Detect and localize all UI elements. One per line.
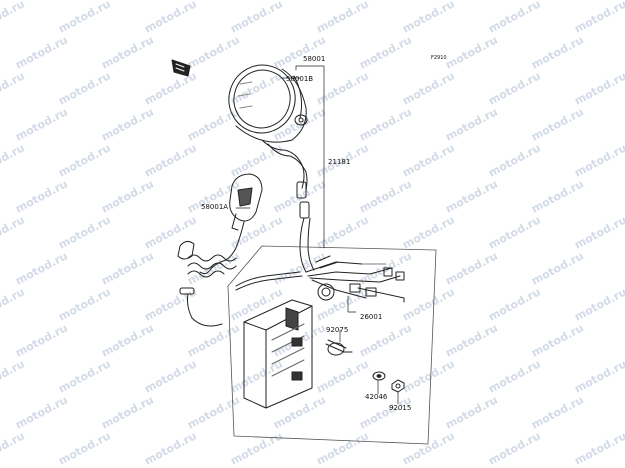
part-label-21181: 21181 — [328, 158, 351, 166]
control-unit-drawing — [243, 299, 313, 409]
speaker-drawing — [228, 64, 308, 143]
wire-harness — [305, 255, 405, 303]
knob-drawing — [325, 339, 353, 356]
coiled-cord — [177, 240, 237, 327]
assembly-frame — [227, 245, 437, 445]
speaker-cable — [261, 139, 315, 273]
part-label-26001: 26001 — [360, 313, 383, 321]
washer-nut-drawing — [372, 371, 405, 393]
part-label-92015: 92015 — [389, 404, 412, 412]
part-label-58001a: 58001A — [201, 203, 229, 211]
leader-lines — [235, 65, 399, 405]
part-label-58001: 58001 — [303, 55, 326, 63]
control-cable — [235, 271, 303, 291]
microphone-drawing — [199, 173, 263, 275]
part-label-92075: 92075 — [326, 326, 349, 334]
figure-code: F2910 — [431, 55, 447, 61]
part-label-58001b: 58001B — [286, 75, 314, 83]
front-arrow-icon — [171, 59, 191, 77]
part-label-42046: 42046 — [365, 393, 388, 401]
